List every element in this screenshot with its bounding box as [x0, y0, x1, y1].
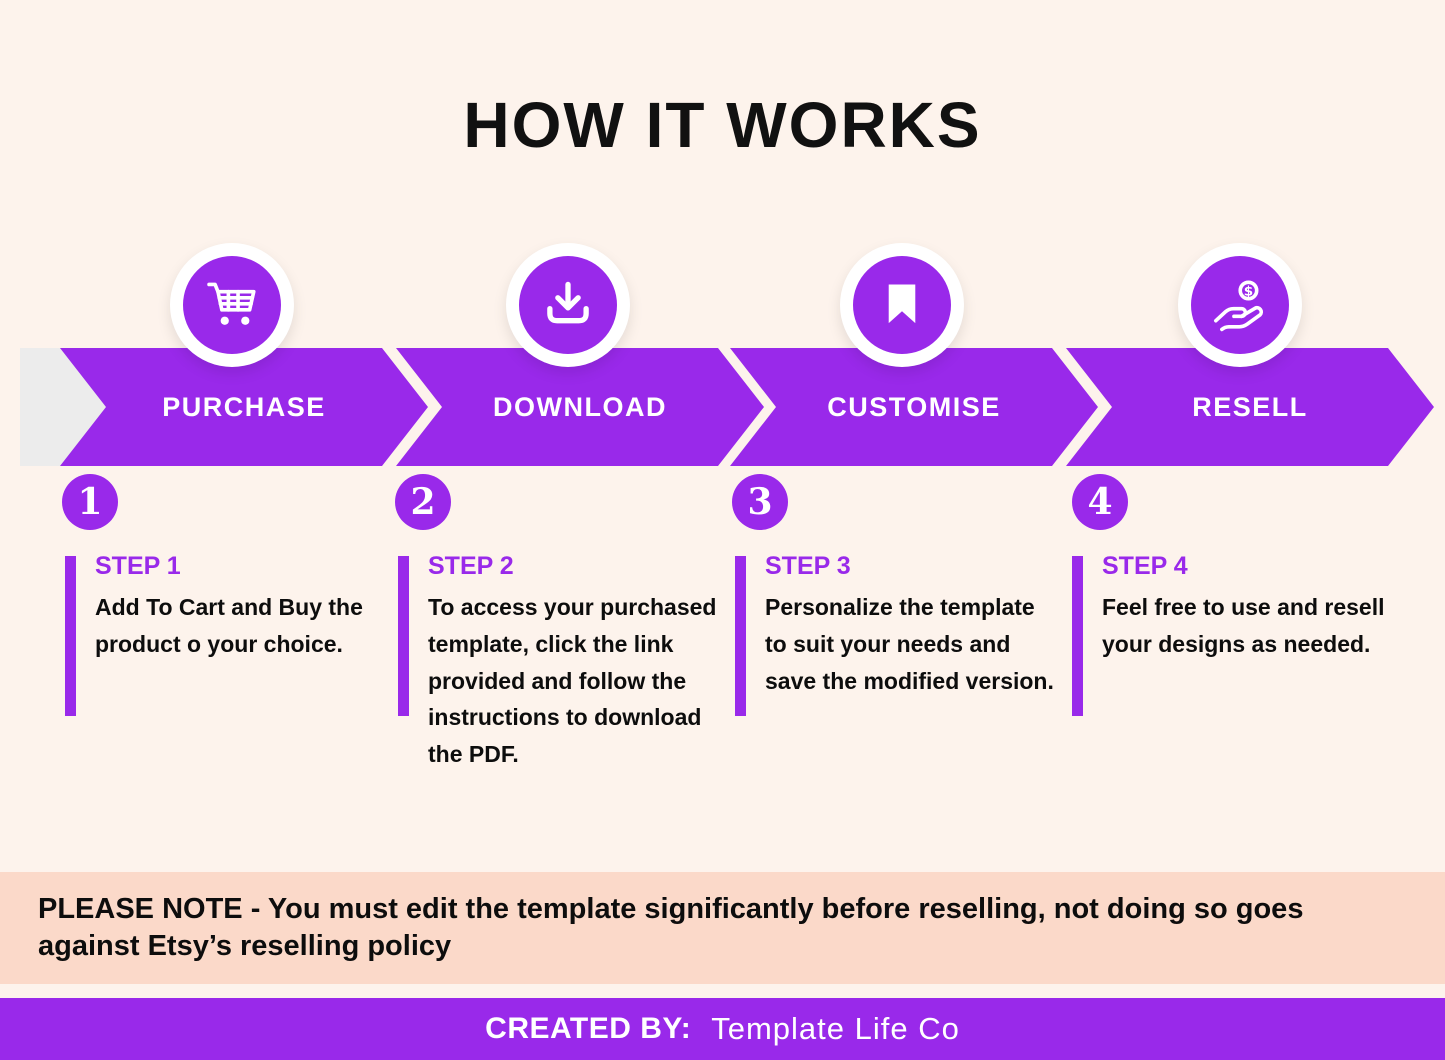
note-body: - You must edit the template significant… — [38, 892, 1304, 962]
step-accent-bar — [398, 556, 409, 716]
arrow-label: CUSTOMISE — [827, 391, 1001, 422]
step-column-3: STEP 3 Personalize the template to suit … — [735, 552, 1057, 716]
hand-coin-icon: $ — [1191, 256, 1289, 354]
step-number-4: 4 — [1072, 474, 1128, 530]
arrow-customise: CUSTOMISE — [730, 348, 1098, 466]
step-number-1: 1 — [62, 474, 118, 530]
arrow-purchase: PURCHASE — [60, 348, 428, 466]
cart-icon — [183, 256, 281, 354]
download-icon-circle — [506, 243, 630, 367]
step-heading: STEP 4 — [1102, 552, 1188, 580]
step-number-2: 2 — [395, 474, 451, 530]
step-description: Feel free to use and resell your designs… — [1102, 594, 1385, 657]
svg-text:$: $ — [1244, 284, 1253, 300]
step-description: To access your purchased template, click… — [428, 594, 717, 768]
footer-created-by-label: CREATED BY: — [485, 1012, 692, 1045]
step-accent-bar — [735, 556, 746, 716]
step-heading: STEP 1 — [95, 552, 181, 580]
step-column-1: STEP 1 Add To Cart and Buy the product o… — [65, 552, 387, 716]
note-label: PLEASE NOTE — [38, 892, 243, 925]
note-banner: PLEASE NOTE - You must edit the template… — [0, 872, 1445, 984]
footer-brand-name: Template Life Co — [711, 1011, 960, 1046]
step-heading: STEP 3 — [765, 552, 851, 580]
arrow-resell: RESELL — [1066, 348, 1434, 466]
arrow-label: DOWNLOAD — [493, 391, 667, 422]
note-text: PLEASE NOTE - You must edit the template… — [38, 891, 1407, 965]
step-accent-bar — [1072, 556, 1083, 716]
customise-icon-circle — [840, 243, 964, 367]
step-column-2: STEP 2 To access your purchased template… — [398, 552, 720, 773]
download-icon — [519, 256, 617, 354]
step-number-3: 3 — [732, 474, 788, 530]
step-description: Personalize the template to suit your ne… — [765, 594, 1054, 694]
purchase-icon-circle — [170, 243, 294, 367]
arrow-label: PURCHASE — [162, 391, 326, 422]
resell-icon-circle: $ — [1178, 243, 1302, 367]
arrow-download: DOWNLOAD — [396, 348, 764, 466]
arrow-label: RESELL — [1192, 391, 1308, 422]
step-heading: STEP 2 — [428, 552, 514, 580]
step-description: Add To Cart and Buy the product o your c… — [95, 594, 363, 657]
footer: CREATED BY: Template Life Co — [0, 998, 1445, 1060]
step-accent-bar — [65, 556, 76, 716]
step-column-4: STEP 4 Feel free to use and resell your … — [1072, 552, 1394, 716]
page-title: HOW IT WORKS — [463, 89, 982, 161]
bookmark-icon — [853, 256, 951, 354]
